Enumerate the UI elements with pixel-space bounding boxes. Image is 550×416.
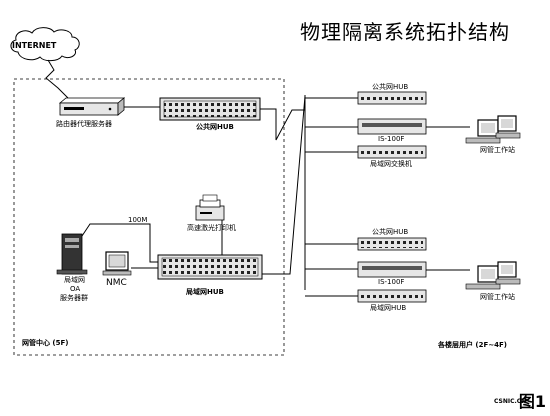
bottom-station-label: 网管工作站 [480, 293, 515, 301]
switch-icon [357, 118, 427, 135]
monitor-icon [102, 251, 132, 276]
printer-label: 高速激光打印机 [187, 224, 236, 232]
router-icon [58, 97, 126, 116]
page-title: 物理隔离系统拓扑结构 [300, 20, 510, 44]
hub-icon [157, 254, 263, 280]
lan-trunk [262, 95, 306, 275]
cloud-icon [10, 27, 80, 62]
top-hub-label: 公共网HUB [372, 83, 409, 91]
top-switch-label: IS-100F [378, 135, 405, 143]
public-trunk [260, 108, 305, 141]
workstation-icon [465, 261, 521, 290]
bottom-switch-label: IS-100F [378, 278, 405, 286]
router-label: 路由器代理服务器 [56, 120, 112, 128]
network-center-boundary [13, 78, 285, 356]
watermark: CSNIC.CN [494, 398, 527, 405]
internet-label: INTERNET [12, 41, 57, 50]
lan-hub-label: 局域网HUB [186, 288, 224, 296]
server-icon [56, 233, 88, 275]
top-station-label: 网管工作站 [480, 146, 515, 154]
center-label: 网管中心 (5F) [22, 339, 69, 347]
workstation-icon [465, 115, 521, 144]
figure-label: 图1 [518, 392, 546, 411]
hub-icon [159, 97, 261, 121]
nmc-label: NMC [106, 278, 127, 288]
floors-label: 各楼层用户 (2F~4F) [438, 341, 508, 349]
bottom-hub-label: 公共网HUB [372, 228, 409, 236]
public-hub-label: 公共网HUB [196, 123, 234, 131]
bottom-lan-label: 局域网HUB [370, 304, 407, 312]
server-label-line2: OA [70, 285, 81, 293]
hub-icon [357, 91, 427, 105]
hub-icon [357, 237, 427, 251]
server-label-line3: 服务器群 [60, 294, 88, 302]
hub-icon [357, 145, 427, 159]
server-label-line1: 局域网 [64, 276, 85, 284]
hub-icon [357, 289, 427, 303]
server-hub-link [81, 223, 158, 263]
switch-icon [357, 261, 427, 278]
top-lan-label: 局域网交换机 [370, 160, 412, 168]
internet-link [45, 59, 69, 99]
link-speed-label: 100M [128, 216, 148, 224]
printer-icon [195, 194, 225, 221]
